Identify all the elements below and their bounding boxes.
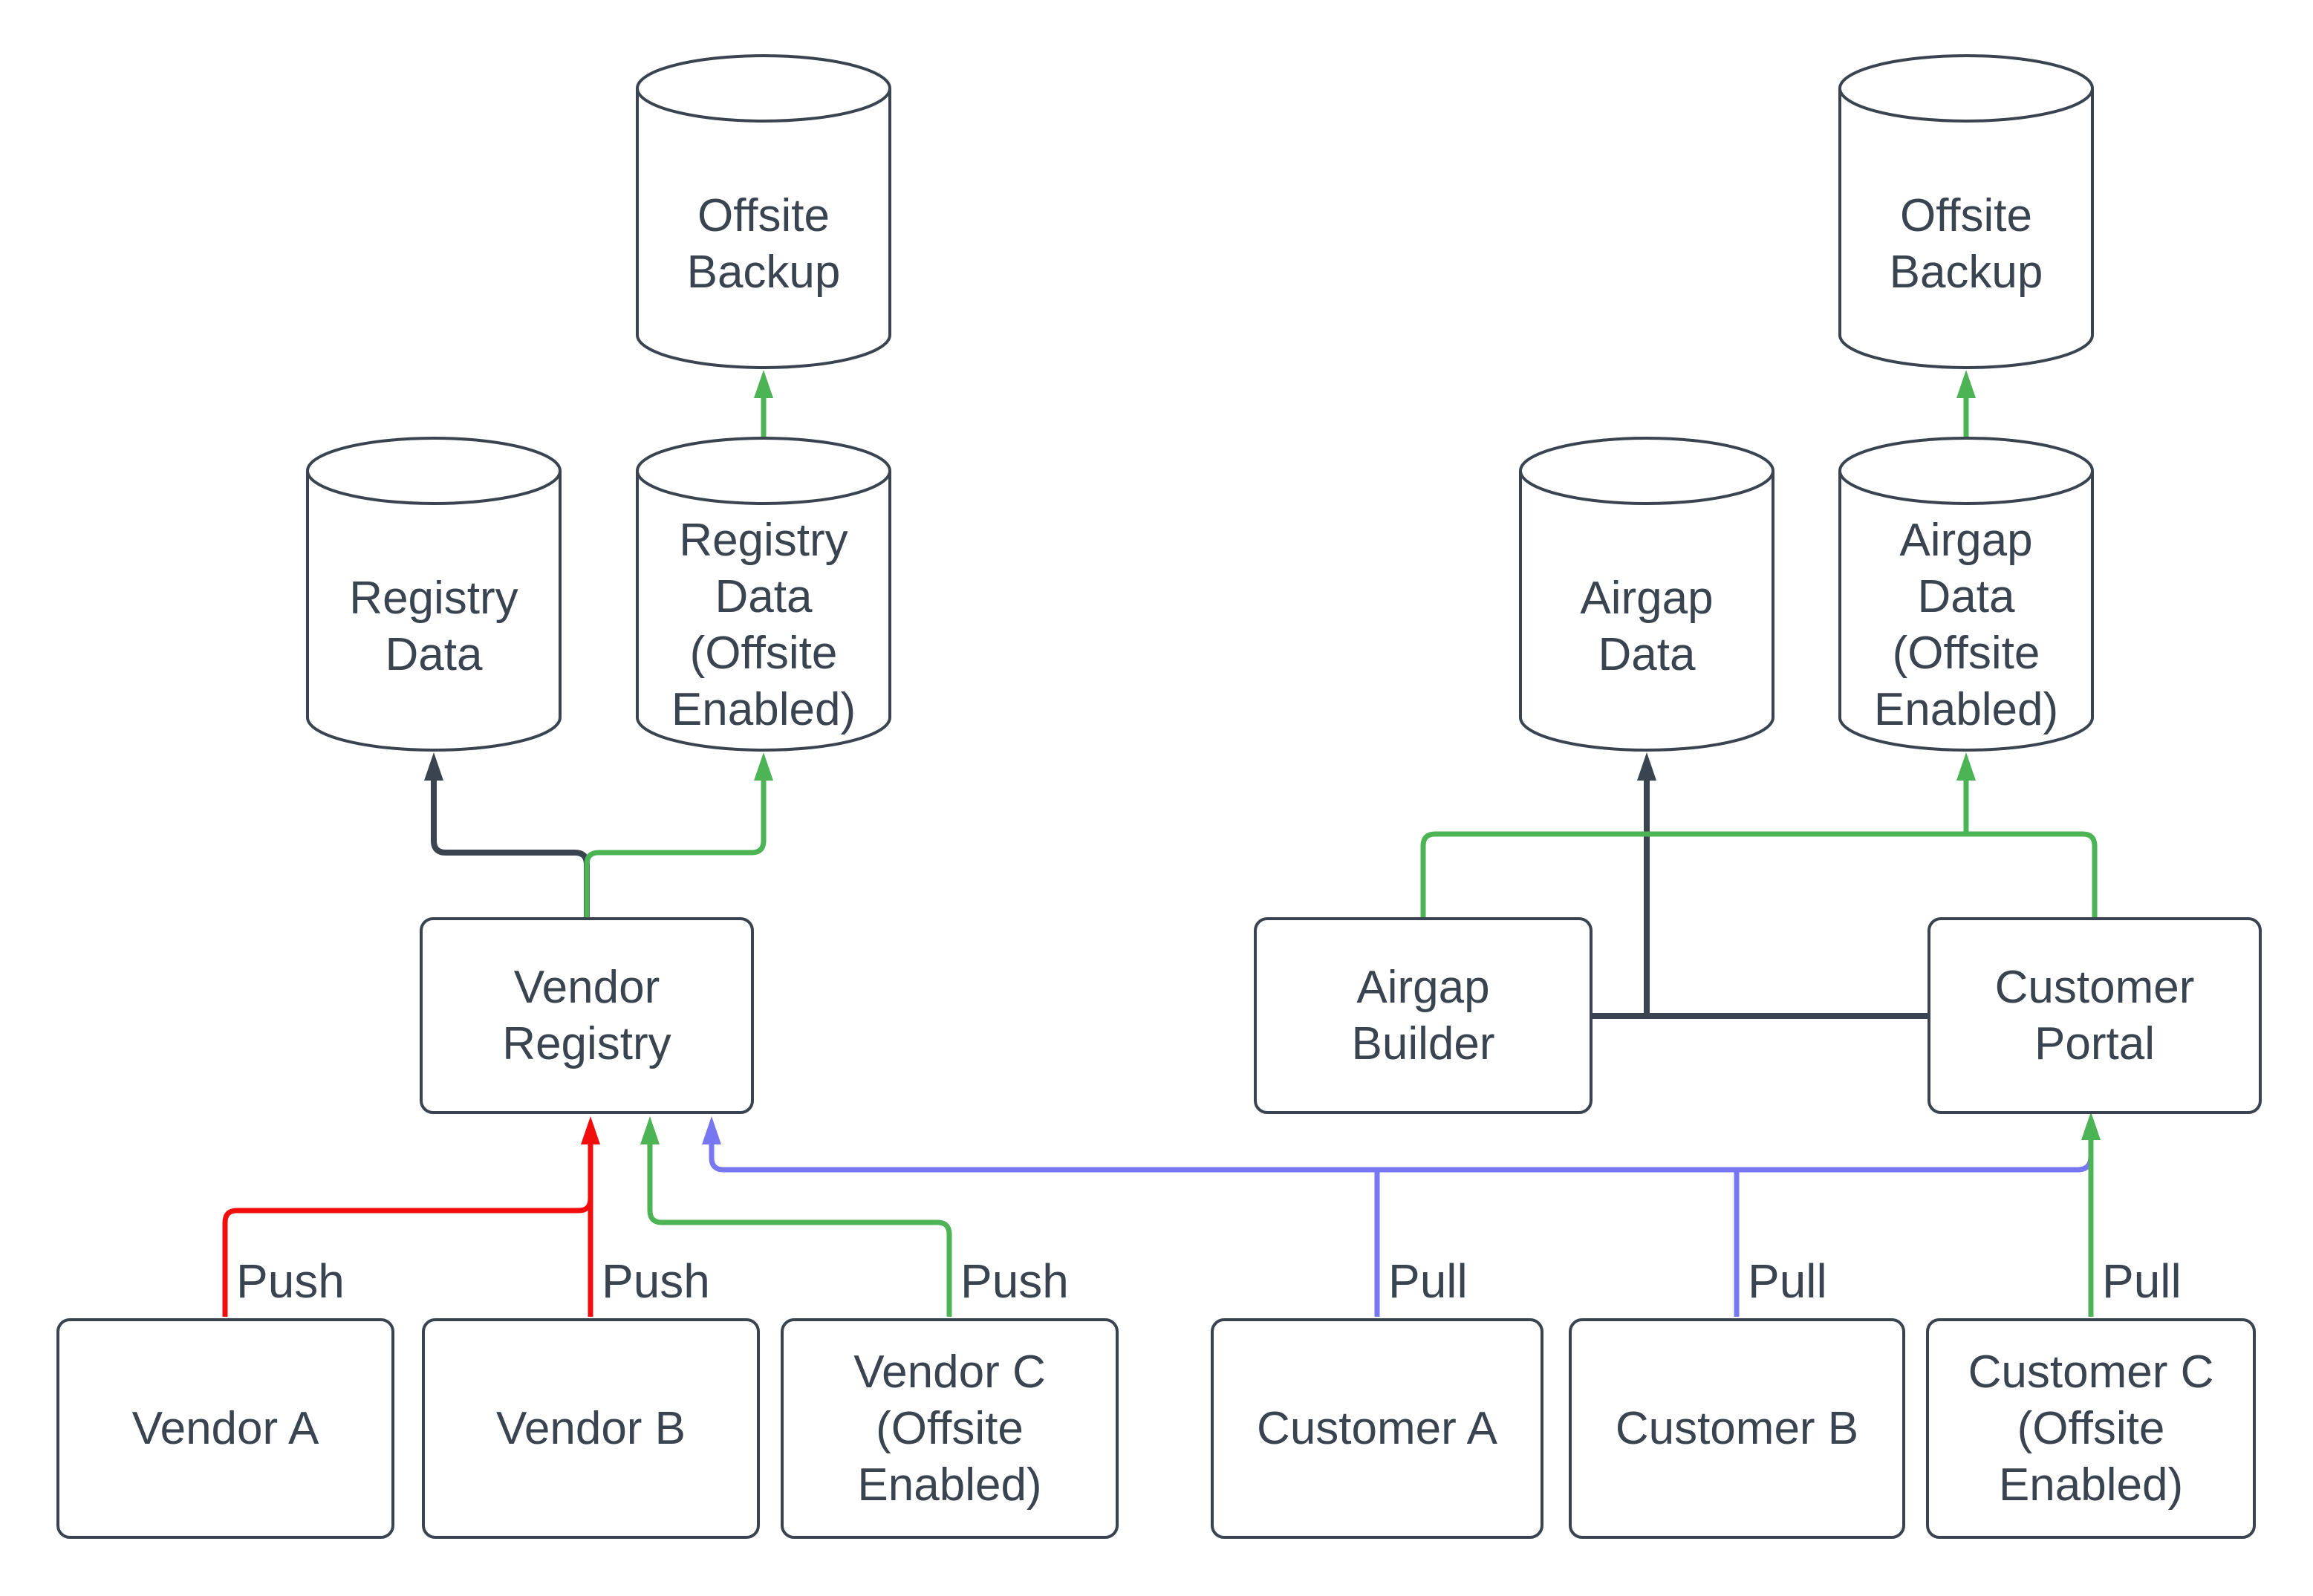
edge-builder-portal-to-airgap-offsite — [1420, 752, 2098, 917]
customer-portal-node: Customer Portal — [1928, 917, 2262, 1114]
airgap-data-offsite-cylinder-body — [1838, 471, 2094, 752]
edge-vendor-b-push — [581, 1116, 600, 1317]
airgap-data-cylinder-body — [1519, 471, 1774, 752]
airgap-builder-node: Airgap Builder — [1254, 917, 1593, 1114]
offsite-backup-left-cylinder-body — [636, 88, 891, 369]
edge-customer-c-pull — [2081, 1112, 2101, 1317]
edge-registry-to-registry-data-offsite — [584, 752, 773, 917]
edge-green-rail-line — [1420, 831, 2098, 917]
push-label-vendor-a: Push — [236, 1254, 345, 1308]
pull-label-customer-c: Pull — [2102, 1254, 2182, 1308]
edge-vendor-c-push-line — [647, 1144, 952, 1317]
airgap-data-offsite-label: Airgap Data (Offsite Enabled) — [1873, 515, 2059, 735]
edge-pull-registry-arrowhead — [702, 1116, 721, 1144]
airgap-data-label: Airgap Data — [1580, 573, 1714, 680]
edge-airgap-offsite-to-backup-arrowhead — [1956, 370, 1976, 398]
airgap-data-cylinder — [1519, 437, 1774, 752]
edge-pull-rail-line — [709, 1144, 2094, 1173]
airgap-data-offsite-cylinder-top — [1838, 437, 2094, 505]
registry-data-cylinder-body — [306, 471, 562, 752]
offsite-backup-left-cylinder-top — [636, 54, 891, 123]
edge-airgap-data-arrowhead — [1637, 752, 1656, 781]
edge-vendor-c-push-arrowhead — [640, 1116, 660, 1144]
vendor-registry-node: Vendor Registry — [420, 917, 754, 1114]
offsite-backup-right-label: Offsite Backup — [1889, 190, 2043, 298]
pull-label-customer-a: Pull — [1388, 1254, 1468, 1308]
customer-c-node: Customer C (Offsite Enabled) — [1926, 1318, 2256, 1539]
edge-customer-c-pull-arrowhead — [2081, 1112, 2101, 1140]
push-label-vendor-b: Push — [602, 1254, 710, 1308]
registry-data-cylinder-top — [306, 437, 562, 505]
edge-registry-to-registry-data — [424, 752, 590, 917]
registry-data-offsite-cylinder-body — [636, 471, 891, 752]
customer-a-node: Customer A — [1211, 1318, 1543, 1539]
customer-b-node: Customer B — [1569, 1318, 1905, 1539]
registry-data-cylinder — [306, 437, 562, 752]
airgap-data-offsite-cylinder — [1838, 437, 2094, 752]
edge-registry-offsite-to-backup — [754, 370, 773, 440]
registry-data-offsite-cylinder-top — [636, 437, 891, 505]
edge-builder-portal-to-airgap-data — [1593, 752, 1928, 1019]
offsite-backup-left-label: Offsite Backup — [686, 190, 841, 298]
registry-data-offsite-cylinder — [636, 437, 891, 752]
edge-registry-offsite-to-backup-arrowhead — [754, 370, 773, 398]
offsite-backup-right-cylinder — [1838, 54, 2094, 369]
offsite-backup-right-cylinder-top — [1838, 54, 2094, 123]
registry-data-offsite-label: Registry Data (Offsite Enabled) — [671, 515, 856, 735]
edge-vendor-c-push — [640, 1116, 952, 1317]
edge-registry-to-registry-data-arrowhead — [424, 752, 443, 781]
edge-registry-to-offsite-data-arrowhead — [754, 752, 773, 781]
offsite-backup-right-cylinder-body — [1838, 88, 2094, 369]
vendor-c-node: Vendor C (Offsite Enabled) — [781, 1318, 1119, 1539]
edge-airgap-offsite-to-backup — [1956, 370, 1976, 440]
pull-label-customer-b: Pull — [1748, 1254, 1827, 1308]
airgap-data-cylinder-top — [1519, 437, 1774, 505]
registry-data-label: Registry Data — [349, 573, 518, 680]
vendor-a-node: Vendor A — [56, 1318, 394, 1539]
push-label-vendor-c: Push — [960, 1254, 1069, 1308]
edge-push-registry-arrowhead — [581, 1116, 600, 1144]
edge-registry-to-registry-data-line — [431, 781, 590, 917]
vendor-b-node: Vendor B — [422, 1318, 760, 1539]
offsite-backup-left-cylinder — [636, 54, 891, 369]
edge-registry-to-offsite-data-line — [584, 781, 767, 917]
edge-airgap-offsite-arrowhead — [1956, 752, 1976, 781]
